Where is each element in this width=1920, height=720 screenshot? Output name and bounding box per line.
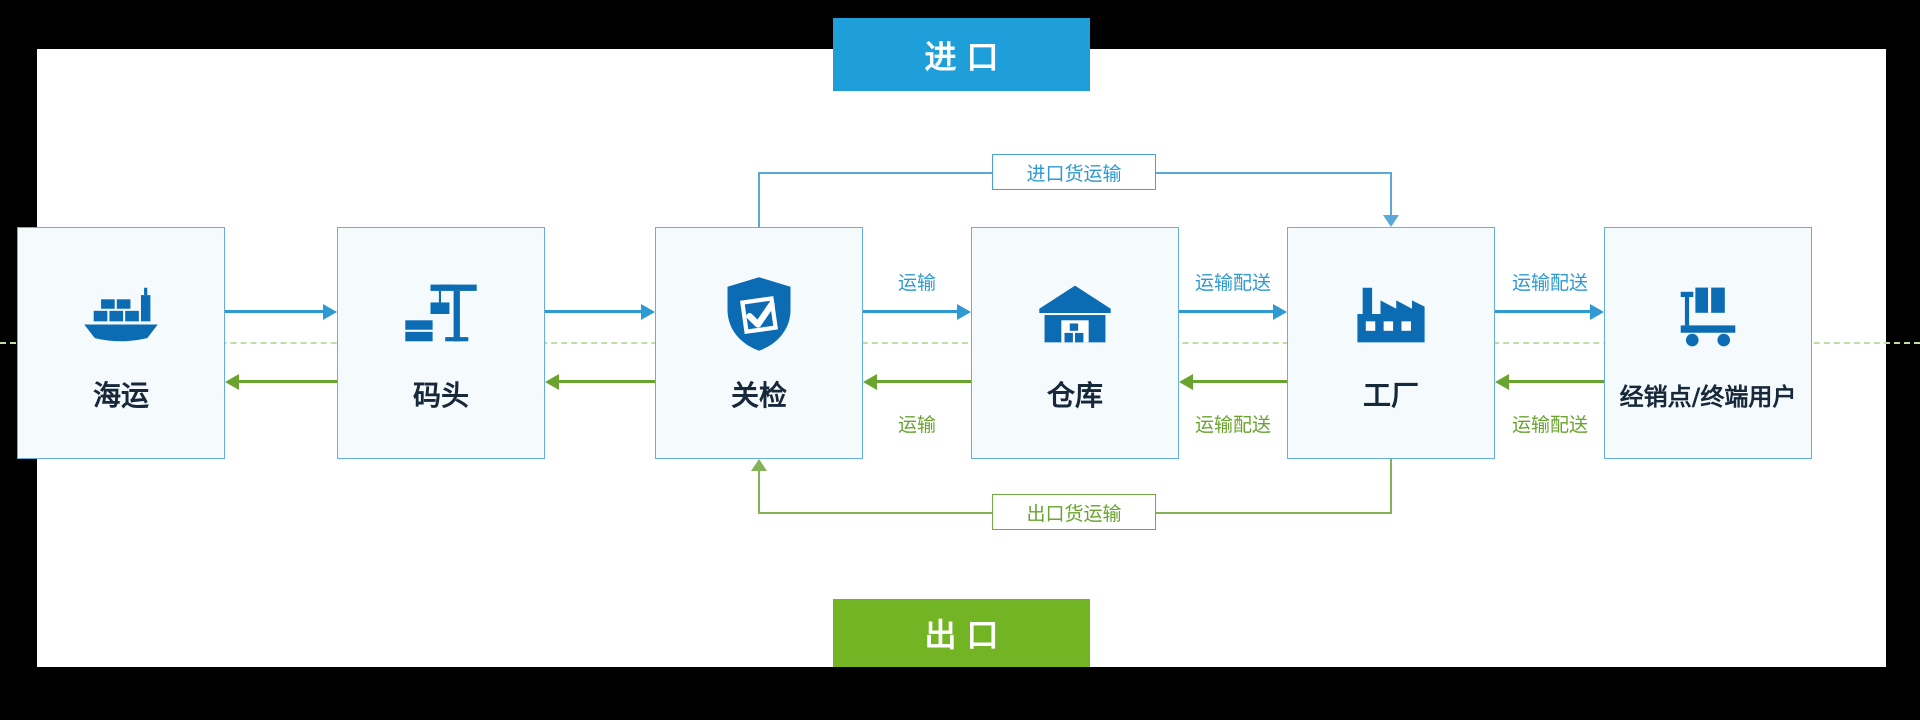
export-route-label: 出口货运输	[1026, 502, 1122, 525]
transport-label-backward-warehouse-customs: 运输	[897, 414, 937, 436]
export-route-label-box: 出口货运输	[992, 494, 1156, 530]
import-export-divider-dashed-line	[0, 342, 1920, 344]
arrowhead-left-icon	[545, 374, 559, 390]
warehouse-icon	[1033, 272, 1117, 356]
pallet-boxes-icon	[1666, 275, 1750, 359]
node-label: 工厂	[1362, 379, 1419, 412]
import-route-label-box: 进口货运输	[992, 154, 1156, 190]
export-arrow-dock-to-sea	[239, 380, 337, 383]
transport-label-forward-customs-warehouse: 运输	[897, 272, 937, 294]
import-arrow-warehouse-to-factory	[1179, 310, 1273, 313]
customs-shield-check-icon	[717, 272, 801, 356]
node-sea-transport: 海运	[17, 227, 225, 459]
arrowhead-left-icon	[225, 374, 239, 390]
import-arrow-factory-to-distributor	[1495, 310, 1590, 313]
import-banner-label: 进口	[924, 37, 1009, 76]
import-route-label: 进口货运输	[1026, 162, 1122, 185]
cargo-ship-icon	[79, 272, 163, 356]
node-label: 仓库	[1046, 379, 1103, 412]
export-banner: 出口	[833, 599, 1090, 667]
node-warehouse: 仓库	[971, 227, 1179, 459]
node-label: 海运	[92, 379, 149, 412]
arrowhead-left-icon	[863, 374, 877, 390]
arrowhead-left-icon	[1495, 374, 1509, 390]
node-customs-inspection: 关检	[655, 227, 863, 459]
import-arrow-sea-to-dock	[225, 310, 323, 313]
node-label: 码头	[412, 379, 469, 412]
harbor-crane-icon	[399, 272, 483, 356]
arrowhead-right-icon	[957, 304, 971, 320]
arrowhead-right-icon	[1273, 304, 1287, 320]
arrowhead-left-icon	[1179, 374, 1193, 390]
node-factory: 工厂	[1287, 227, 1495, 459]
import-bypass-arrowhead-down-icon	[1383, 215, 1399, 227]
export-arrow-warehouse-to-customs	[877, 380, 971, 383]
export-arrow-customs-to-dock	[559, 380, 655, 383]
export-bypass-line-vertical-start	[1390, 459, 1392, 514]
factory-icon	[1349, 272, 1433, 356]
import-arrow-customs-to-warehouse	[863, 310, 957, 313]
node-dock: 码头	[337, 227, 545, 459]
import-banner: 进口	[833, 18, 1090, 91]
arrowhead-right-icon	[641, 304, 655, 320]
transport-label-forward-factory-distributor: 运输配送	[1511, 272, 1589, 294]
export-bypass-arrowhead-up-icon	[751, 459, 767, 471]
node-label: 关检	[730, 379, 787, 412]
transport-label-forward-warehouse-factory: 运输配送	[1194, 272, 1272, 294]
import-bypass-line-vertical-start	[758, 172, 760, 227]
node-distributor-end-user: 经销点/终端用户	[1604, 227, 1812, 459]
node-label: 经销点/终端用户	[1619, 382, 1797, 411]
import-bypass-line-vertical-end	[1390, 172, 1392, 215]
export-banner-label: 出口	[924, 616, 1009, 654]
export-arrow-factory-to-warehouse	[1193, 380, 1287, 383]
transport-label-backward-factory-warehouse: 运输配送	[1194, 414, 1272, 436]
arrowhead-right-icon	[323, 304, 337, 320]
export-bypass-line-vertical-end	[758, 471, 760, 512]
export-arrow-distributor-to-factory	[1509, 380, 1604, 383]
import-arrow-dock-to-customs	[545, 310, 641, 313]
transport-label-backward-distributor-factory: 运输配送	[1511, 414, 1589, 436]
arrowhead-right-icon	[1590, 304, 1604, 320]
